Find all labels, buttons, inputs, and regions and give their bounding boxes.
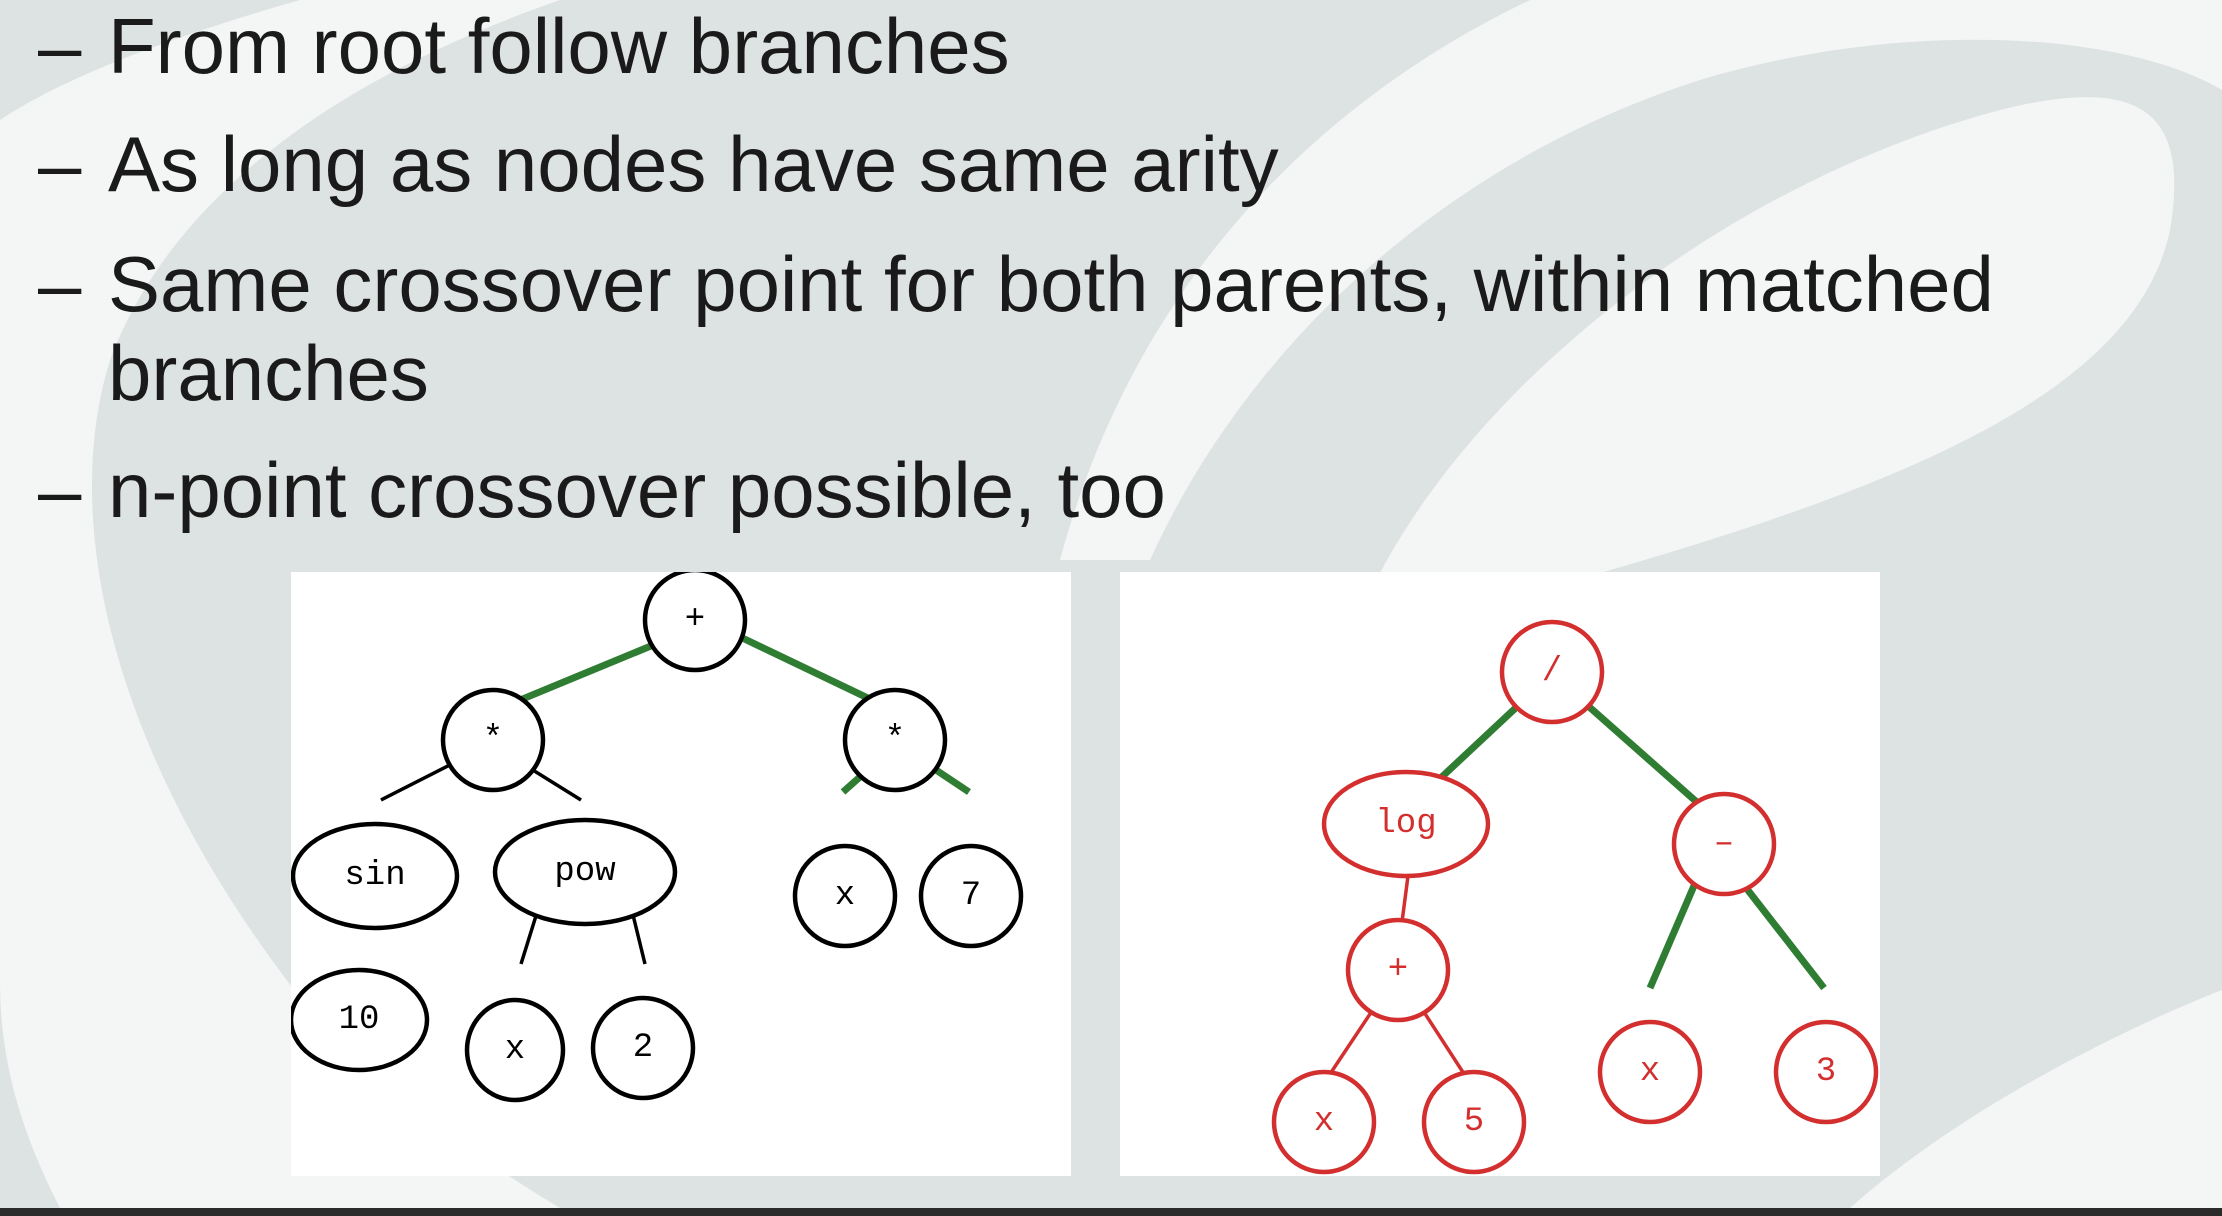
tree-node: x	[1271, 1069, 1377, 1175]
tree-nodes: / log – + x 3 x 5	[1271, 619, 1879, 1175]
node-label: pow	[554, 853, 616, 891]
node-label: /	[1542, 653, 1562, 691]
node-label: 3	[1816, 1053, 1836, 1091]
tree-node: 5	[1421, 1069, 1527, 1175]
tree-node: *	[440, 687, 546, 793]
node-label: sin	[344, 857, 405, 895]
node-label: +	[1388, 951, 1408, 989]
bullet-text: n-point crossover possible, too	[108, 446, 1166, 534]
tree-node: x	[464, 997, 566, 1103]
tree-node: 2	[590, 995, 696, 1101]
node-label: x	[1640, 1053, 1660, 1091]
tree-node: 3	[1773, 1019, 1879, 1125]
tree-node: *	[842, 687, 948, 793]
node-label: 2	[633, 1029, 653, 1067]
bullet-text: Same crossover point for both parents, w…	[108, 240, 1994, 328]
node-label: *	[885, 721, 905, 759]
bullet-text: From root follow branches	[108, 2, 1010, 90]
parent-tree-right: / log – + x 3 x 5	[1120, 572, 1880, 1176]
bullet-dash: –	[38, 240, 82, 328]
node-label: 5	[1464, 1103, 1484, 1141]
bullet-dash: –	[38, 2, 82, 90]
bullet-dash: –	[38, 120, 82, 208]
tree-node: sin	[291, 821, 460, 931]
node-label: x	[505, 1031, 525, 1069]
tree-node: pow	[492, 817, 678, 927]
bullet-text: As long as nodes have same arity	[108, 120, 1279, 208]
bullet-dash: –	[38, 446, 82, 534]
tree-node: +	[1345, 917, 1451, 1023]
bottom-bar	[0, 1208, 2222, 1216]
tree-node: x	[792, 843, 898, 949]
tree-node: +	[642, 572, 748, 673]
node-label: +	[685, 601, 705, 639]
node-label: –	[1714, 825, 1734, 863]
tree-node: 7	[918, 843, 1024, 949]
tree-node: log	[1321, 769, 1491, 879]
node-label: x	[1314, 1103, 1334, 1141]
node-label: x	[835, 877, 855, 915]
tree-node: 10	[291, 967, 430, 1073]
node-label: *	[483, 721, 503, 759]
parent-tree-left: + * * sin pow x 7 10	[291, 572, 1071, 1176]
tree-node: /	[1499, 619, 1605, 725]
tree-nodes: + * * sin pow x 7 10	[291, 572, 1024, 1103]
bullet-text-continued: branches	[108, 329, 429, 417]
tree-node: x	[1597, 1019, 1703, 1125]
node-label: 10	[339, 1001, 380, 1039]
tree-node: –	[1671, 791, 1777, 897]
node-label: log	[1375, 805, 1436, 843]
tree-edge	[1400, 875, 1410, 923]
node-label: 7	[961, 877, 981, 915]
